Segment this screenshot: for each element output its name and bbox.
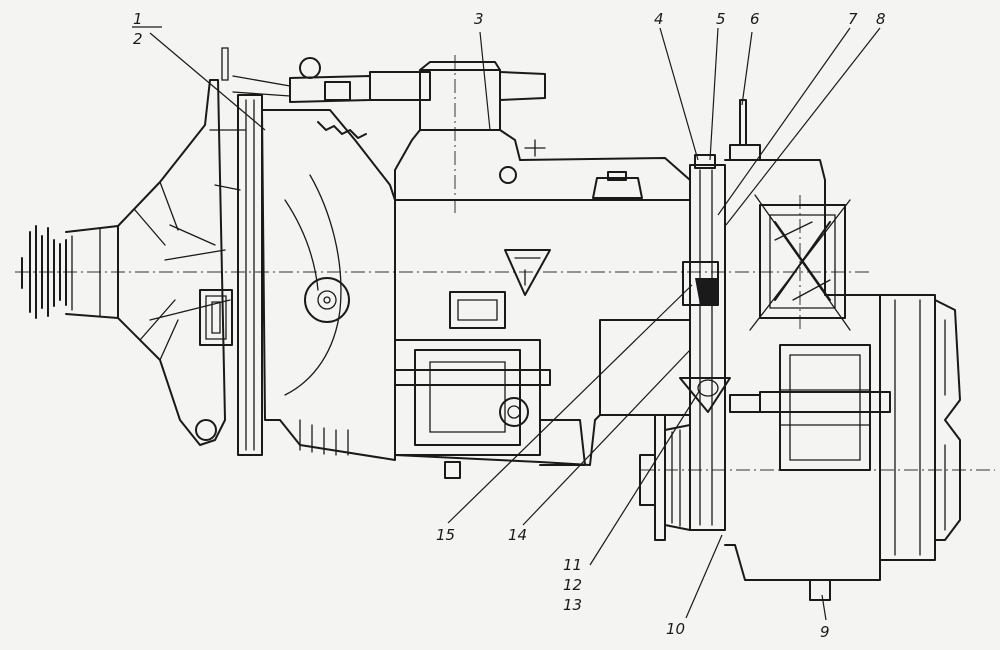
callout-9: 9	[820, 623, 830, 641]
callout-12: 12	[563, 576, 582, 594]
callout-11: 11	[563, 556, 582, 574]
callout-1: 1	[133, 10, 143, 28]
callout-labels: 1 2 3 4 5 6 7 8 9 10 11 12 13 14 15	[133, 10, 886, 641]
main-case	[261, 109, 396, 461]
callout-13: 13	[563, 596, 582, 614]
bell-housing	[117, 47, 246, 446]
rear-housing	[724, 99, 891, 601]
shift-tower	[232, 57, 691, 201]
clutch-flange	[237, 94, 263, 456]
callout-10: 10	[666, 620, 685, 638]
adapter-plate	[682, 154, 726, 531]
inspection-cover	[394, 339, 586, 479]
central-case	[394, 199, 691, 466]
callout-4: 4	[654, 10, 664, 28]
callout-14: 14	[508, 526, 527, 544]
input-pulley	[21, 225, 119, 319]
leader-lines	[132, 26, 881, 621]
callout-7: 7	[848, 10, 858, 28]
callout-5: 5	[716, 10, 726, 28]
lower-pulley	[639, 377, 761, 541]
callout-6: 6	[750, 10, 760, 28]
pto-drum	[879, 294, 961, 561]
callout-2: 2	[133, 30, 143, 48]
callout-3: 3	[474, 10, 484, 28]
callout-15: 15	[436, 526, 455, 544]
callout-8: 8	[876, 10, 886, 28]
